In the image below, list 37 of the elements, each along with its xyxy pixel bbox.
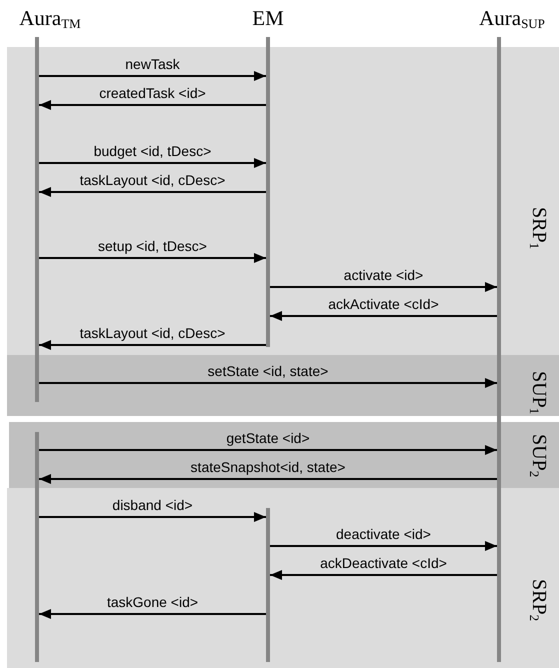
message-arrow xyxy=(39,187,266,197)
message-arrow xyxy=(39,158,266,168)
message-label: deactivate <id> xyxy=(334,526,433,542)
message-label: stateSnapshot<id, state> xyxy=(188,459,348,475)
message-arrow xyxy=(39,340,266,350)
message-label: taskLayout <id, cDesc> xyxy=(78,325,228,341)
message-arrow xyxy=(270,311,497,321)
message-arrow xyxy=(270,570,497,580)
message-arrow xyxy=(39,609,266,619)
message-arrow xyxy=(39,100,266,110)
lifeline-heading: EM xyxy=(252,6,284,30)
lifeline-bar xyxy=(266,508,270,662)
lifeline-bar xyxy=(266,37,270,347)
message-arrow xyxy=(39,71,266,81)
message-label: disband <id> xyxy=(110,497,195,513)
message-arrow xyxy=(39,474,497,484)
message-label: newTask xyxy=(123,56,182,72)
message-label: setState <id, state> xyxy=(206,363,330,379)
lifeline-bar xyxy=(497,37,501,662)
message-label: taskGone <id> xyxy=(104,594,200,610)
message-label: taskLayout <id, cDesc> xyxy=(78,172,228,188)
message-label: budget <id, tDesc> xyxy=(92,143,214,159)
message-label: setup <id, tDesc> xyxy=(96,238,209,254)
message-label: ackDeactivate <cId> xyxy=(318,555,449,571)
message-label: activate <id> xyxy=(342,267,426,283)
message-arrow xyxy=(270,541,497,551)
message-arrow xyxy=(39,512,266,522)
message-arrow xyxy=(39,378,497,388)
lifeline-heading: Aura$_{SUP}$ xyxy=(479,6,545,33)
message-label: ackActivate <cId> xyxy=(326,296,441,312)
message-label: createdTask <id> xyxy=(97,85,208,101)
message-label: getState <id> xyxy=(224,430,312,446)
lifeline-heading: Aura$_{TM}$ xyxy=(19,6,81,33)
message-arrow xyxy=(39,253,266,263)
message-arrow xyxy=(39,445,497,455)
lifeline-bar xyxy=(35,432,39,662)
lifeline-bar xyxy=(35,37,39,402)
